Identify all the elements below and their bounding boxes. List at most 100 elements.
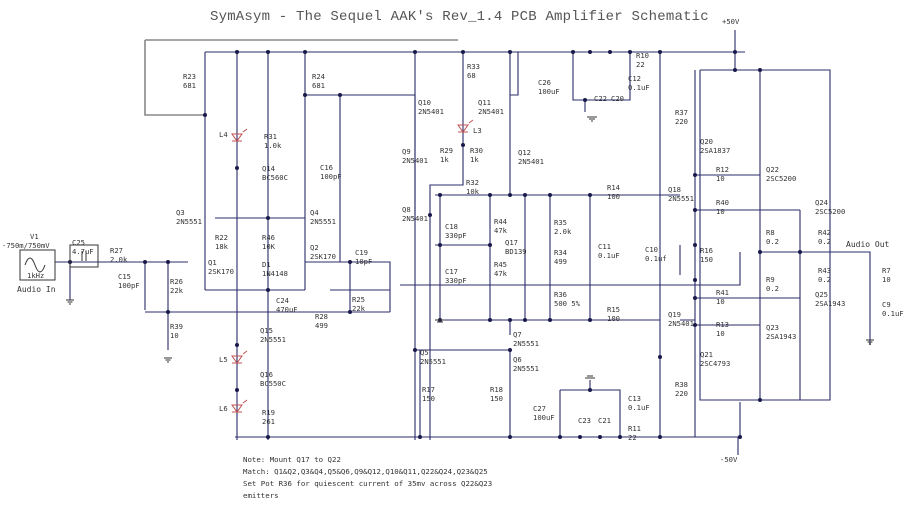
output-stage-wires (400, 52, 871, 437)
ground-symbols (66, 116, 874, 379)
junction-dot (166, 260, 170, 264)
component-value: 330pF (445, 231, 467, 240)
component-value: 22k (170, 286, 183, 295)
component-value: 10 (716, 207, 725, 216)
junction-dot (266, 288, 270, 292)
ref-designator: Q15 (260, 326, 273, 335)
junction-dot (523, 193, 527, 197)
component-value: 2N5401 (518, 157, 544, 166)
junction-dot (203, 113, 207, 117)
ref-designator: Q16 (260, 370, 273, 379)
junction-dot (733, 68, 737, 72)
ref-designator: R41 (716, 288, 729, 297)
component-value: 22 (628, 433, 637, 442)
ref-designator: Q9 (402, 147, 411, 156)
component-value: 2N5401 (668, 319, 694, 328)
note-line: Note: Mount Q17 to Q22 (243, 455, 341, 464)
ref-designator: R30 (470, 146, 483, 155)
audio-in-label: Audio In (17, 285, 56, 294)
ref-designator: R43 (818, 266, 831, 275)
junction-dot (658, 355, 662, 359)
ref-designator: L3 (473, 126, 482, 135)
component-value: 2SA1943 (766, 332, 797, 341)
junction-dot (418, 435, 422, 439)
ref-designator: C19 (355, 248, 368, 257)
junction-dot (578, 435, 582, 439)
component-value: 2N5401 (418, 107, 444, 116)
ref-designator: C26 (538, 78, 551, 87)
pos-rail-label: +50V (722, 17, 740, 26)
component-value: 2.0k (110, 255, 128, 264)
component-label-c20: C20 (611, 94, 624, 103)
component-value: 100uF (533, 413, 555, 422)
component-value: 1k (470, 155, 479, 164)
ref-designator: R42 (818, 228, 831, 237)
junction-dot (693, 208, 697, 212)
junction-dot (303, 93, 307, 97)
ref-designator: R46 (262, 233, 275, 242)
component-label-c21: C21 (598, 416, 611, 425)
component-value: 1.0k (264, 141, 282, 150)
junction-dot (461, 143, 465, 147)
ref-designator: C13 (628, 394, 641, 403)
ref-designator: Q11 (478, 98, 491, 107)
component-value: 2SA1943 (815, 299, 846, 308)
junction-dot (798, 250, 802, 254)
component-value: 2N5551 (310, 217, 336, 226)
ref-designator: C17 (445, 267, 458, 276)
component-value: 2SC5200 (815, 207, 846, 216)
junction-dot (428, 213, 432, 217)
component-value: 0.1uF (628, 403, 650, 412)
source-value: -750m/750mV (2, 241, 50, 250)
component-value: 2N5551 (668, 194, 694, 203)
component-value: 0.2 (766, 237, 779, 246)
component-value: 10 (716, 329, 725, 338)
component-value: 150 (490, 394, 503, 403)
ref-designator: R34 (554, 248, 567, 257)
ref-designator: Q25 (815, 290, 828, 299)
junction-dot (658, 435, 662, 439)
component-value: 100uF (538, 87, 560, 96)
ref-designator: R7 (882, 266, 891, 275)
ref-designator: Q14 (262, 164, 275, 173)
ref-designator: R31 (264, 132, 277, 141)
junction-dot (438, 193, 442, 197)
schematic-title: SymAsym - The Sequel AAK's Rev_1.4 PCB A… (210, 9, 709, 25)
component-label-c23: C23 (578, 416, 591, 425)
junction-dot (758, 398, 762, 402)
junction-dot (488, 193, 492, 197)
component-value: 2SA1837 (700, 146, 731, 155)
note-line: Match: Q1&Q2,Q3&Q4,Q5&Q6,Q9&Q12,Q10&Q11,… (243, 467, 488, 476)
component-value: 220 (675, 389, 688, 398)
junction-dot (758, 250, 762, 254)
component-value: 0.2 (818, 237, 831, 246)
ref-designator: R26 (170, 277, 183, 286)
junction-dot (488, 318, 492, 322)
ref-designator: R37 (675, 108, 688, 117)
note-line: Set Pot R36 for quiescent current of 35m… (243, 479, 493, 488)
component-value: 2SC4793 (700, 359, 731, 368)
